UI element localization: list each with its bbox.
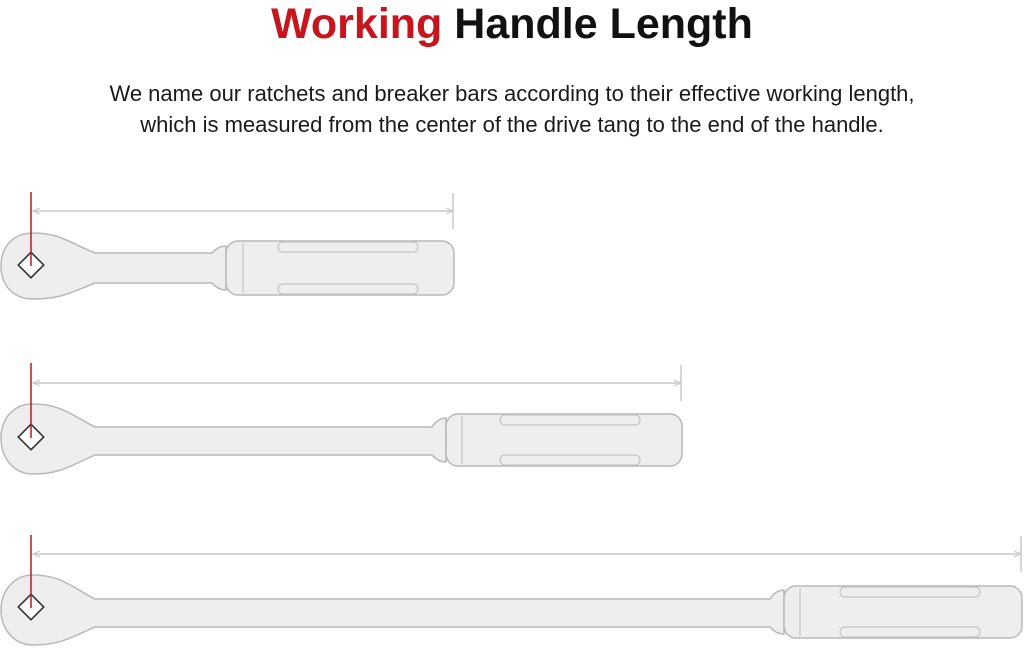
handle-grip xyxy=(783,585,1023,639)
handle-grip xyxy=(225,240,455,296)
description-line-1: We name our ratchets and breaker bars ac… xyxy=(109,81,915,106)
medium-ratchet xyxy=(0,363,683,475)
title-rest: Handle Length xyxy=(454,0,753,48)
page-title: Working Handle Length xyxy=(0,0,1024,52)
ratchet-body xyxy=(0,574,785,646)
description: We name our ratchets and breaker bars ac… xyxy=(20,78,1004,140)
title-accent-word: Working xyxy=(271,0,443,48)
long-ratchet xyxy=(0,535,1023,646)
handle-grip xyxy=(445,413,683,467)
short-ratchet xyxy=(0,192,455,300)
dimension-line xyxy=(31,536,1023,572)
dimension-line xyxy=(31,365,683,401)
ratchet-body xyxy=(0,403,447,475)
description-line-2: which is measured from the center of the… xyxy=(140,112,884,137)
dimension-line xyxy=(31,193,455,229)
ratchet-body xyxy=(0,232,227,300)
